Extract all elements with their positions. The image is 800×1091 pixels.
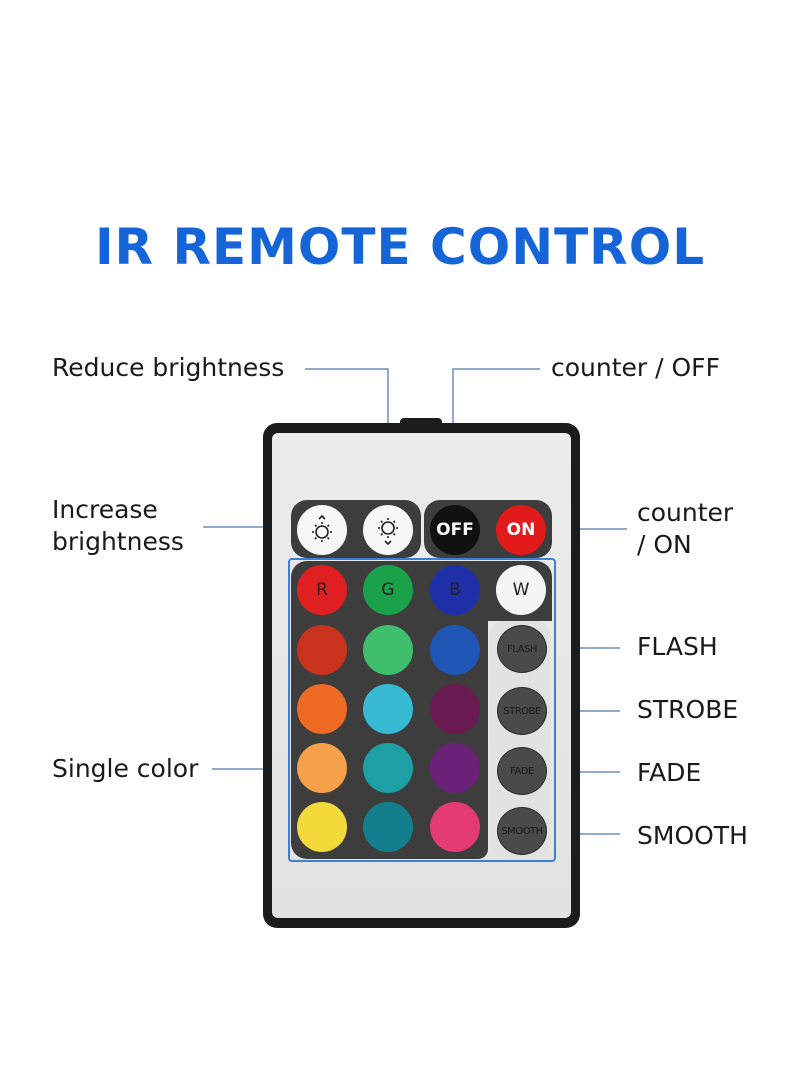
color-button-b[interactable]: B (430, 565, 480, 615)
color-button-g[interactable]: G (363, 565, 413, 615)
color-button[interactable] (297, 802, 347, 852)
label-reduce-brightness: Reduce brightness (52, 353, 285, 382)
label-counter-on-line1: counter (637, 498, 734, 527)
color-button[interactable] (363, 743, 413, 793)
label-increase-brightness-line1: Increase (52, 495, 158, 524)
label-increase-brightness-line2: brightness (52, 527, 184, 556)
brightness-down-button[interactable] (363, 505, 413, 555)
label-flash: FLASH (637, 632, 718, 661)
label-counter-off: counter / OFF (551, 353, 720, 382)
label-fade: FADE (637, 758, 702, 787)
color-button[interactable] (430, 802, 480, 852)
color-button[interactable] (430, 625, 480, 675)
color-button[interactable] (363, 802, 413, 852)
color-button-r[interactable]: R (297, 565, 347, 615)
color-button-w[interactable]: W (496, 565, 546, 615)
label-counter-on-line2: / ON (637, 530, 692, 559)
brightness-up-button[interactable] (297, 505, 347, 555)
color-button[interactable] (430, 743, 480, 793)
smooth-button[interactable]: SMOOTH (497, 807, 547, 855)
flash-button[interactable]: FLASH (497, 625, 547, 673)
color-button[interactable] (430, 684, 480, 734)
label-strobe: STROBE (637, 695, 739, 724)
sun-down-icon (378, 518, 398, 545)
sun-up-icon (312, 515, 332, 542)
strobe-button[interactable]: STROBE (497, 687, 547, 735)
color-button[interactable] (297, 684, 347, 734)
color-button[interactable] (297, 625, 347, 675)
color-button[interactable] (363, 684, 413, 734)
on-button[interactable]: ON (496, 505, 546, 555)
color-button[interactable] (297, 743, 347, 793)
page-title: IR REMOTE CONTROL (94, 218, 706, 276)
off-button[interactable]: OFF (430, 505, 480, 555)
label-smooth: SMOOTH (637, 821, 748, 850)
color-button[interactable] (363, 625, 413, 675)
single-color-highlight (288, 558, 556, 862)
fade-button[interactable]: FADE (497, 747, 547, 795)
label-single-color: Single color (52, 754, 199, 783)
